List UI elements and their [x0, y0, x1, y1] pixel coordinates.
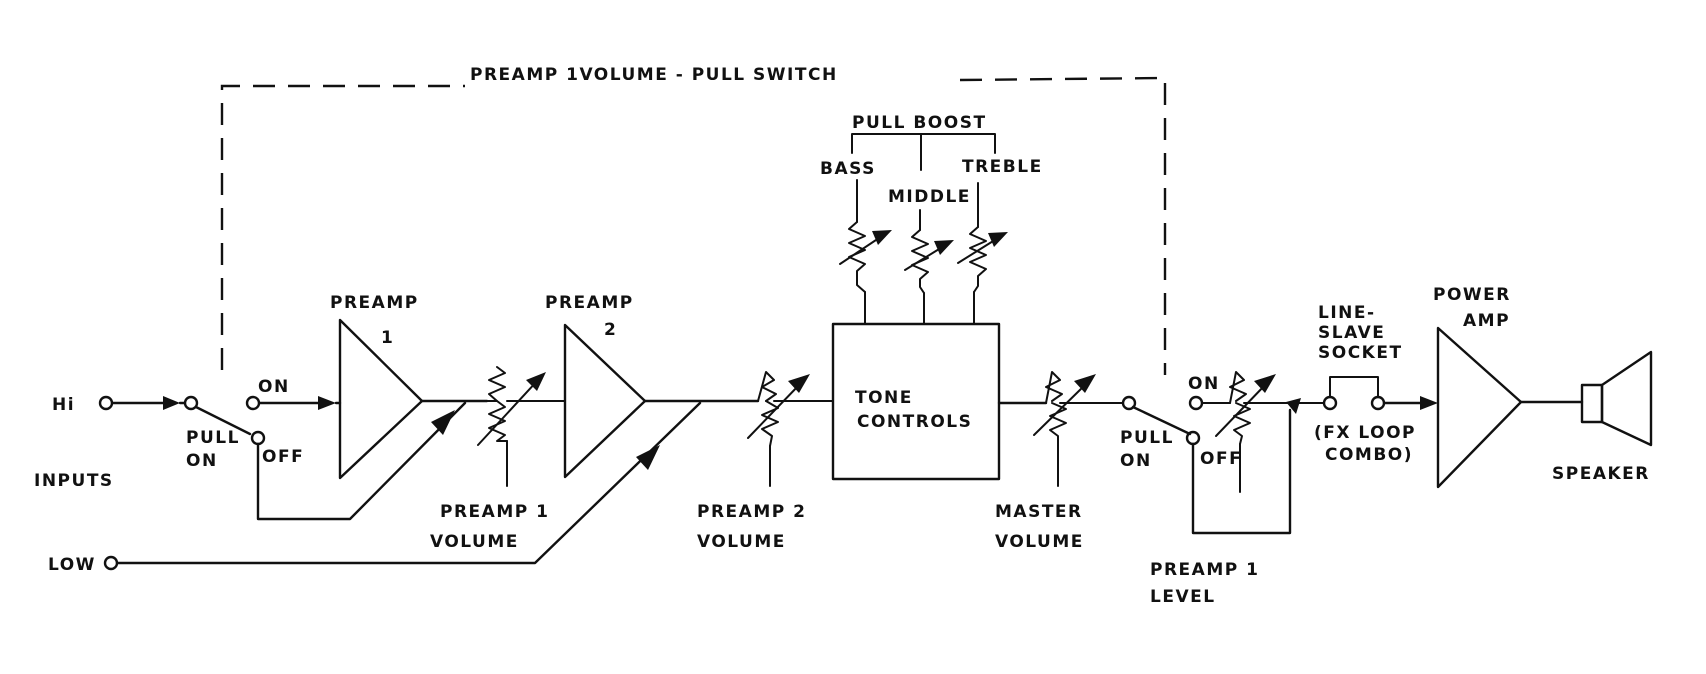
- power-amp-label-line2: AMP: [1463, 311, 1510, 331]
- preamp-1-level-label-line1: PREAMP 1: [1150, 560, 1259, 580]
- master-volume-pot: [997, 371, 1124, 487]
- treble-pot: [957, 182, 1008, 325]
- fx-loop-label-line2: COMBO): [1325, 445, 1413, 465]
- middle-label: MIDDLE: [888, 187, 971, 207]
- tone-controls-label-line2: CONTROLS: [857, 412, 972, 432]
- preamp-1-label-line1: PREAMP: [330, 293, 419, 313]
- pull-boost-bracket: [851, 133, 996, 171]
- preamp-1-label-line2: 1: [381, 328, 394, 348]
- level-switch-pull-on-label: ON: [1120, 451, 1152, 471]
- preamp-1-triangle: [338, 318, 489, 480]
- preamp-2-volume-label-line1: PREAMP 2: [697, 502, 806, 522]
- socket-label-line2: SLAVE: [1318, 323, 1385, 343]
- line-slave-socket: [1322, 376, 1438, 411]
- hi-input-jack: [98, 395, 186, 411]
- master-volume-label-line1: MASTER: [995, 502, 1083, 522]
- preamp-1-volume-label-line2: VOLUME: [430, 532, 519, 552]
- pull-switch-title: PREAMP 1VOLUME - PULL SWITCH: [470, 65, 838, 85]
- middle-pot: [904, 209, 954, 325]
- input-switch-off-label: OFF: [262, 447, 304, 467]
- preamp-2-triangle: [563, 323, 760, 479]
- pull-boost-label: PULL BOOST: [852, 113, 987, 133]
- low-input-label: LOW: [48, 555, 96, 575]
- preamp-2-volume-label-line2: VOLUME: [697, 532, 786, 552]
- level-switch-pull-label: PULL: [1120, 428, 1174, 448]
- preamp-2-label-line2: 2: [604, 320, 617, 340]
- preamp-2-volume-pot: [747, 371, 834, 487]
- fx-loop-label-line1: (FX LOOP: [1314, 423, 1416, 443]
- bass-pot: [839, 179, 892, 325]
- input-switch-pull-label: PULL: [186, 428, 240, 448]
- treble-label: TREBLE: [962, 157, 1043, 177]
- preamp-1-volume-pot: [477, 366, 566, 487]
- tone-controls-box: [831, 322, 1001, 481]
- input-switch-pull-on-label: ON: [186, 451, 218, 471]
- level-pull-switch: [1121, 395, 1292, 535]
- input-switch-on-label: ON: [258, 377, 290, 397]
- preamp-1-volume-label-line1: PREAMP 1: [440, 502, 549, 522]
- master-volume-label-line2: VOLUME: [995, 532, 1084, 552]
- low-input-jack: [103, 401, 702, 571]
- preamp-2-label-line1: PREAMP: [545, 293, 634, 313]
- power-amp-triangle: [1436, 326, 1584, 489]
- input-switch: [183, 395, 467, 521]
- tone-controls-label-line1: TONE: [855, 388, 913, 408]
- power-amp-label-line1: POWER: [1433, 285, 1511, 305]
- preamp-1-level-pot: [1201, 371, 1331, 493]
- level-switch-on-label: ON: [1188, 374, 1220, 394]
- speaker-label: SPEAKER: [1552, 464, 1650, 484]
- socket-label-line3: SOCKET: [1318, 343, 1403, 363]
- socket-label-line1: LINE-: [1318, 303, 1376, 323]
- pull-switch-boundary: [220, 76, 1167, 375]
- speaker-icon: [1580, 350, 1653, 447]
- hi-input-label: Hi: [52, 395, 75, 415]
- bass-label: BASS: [820, 159, 876, 179]
- preamp-1-level-label-line2: LEVEL: [1150, 587, 1216, 607]
- level-switch-off-label: OFF: [1200, 449, 1242, 469]
- inputs-label: INPUTS: [34, 471, 114, 491]
